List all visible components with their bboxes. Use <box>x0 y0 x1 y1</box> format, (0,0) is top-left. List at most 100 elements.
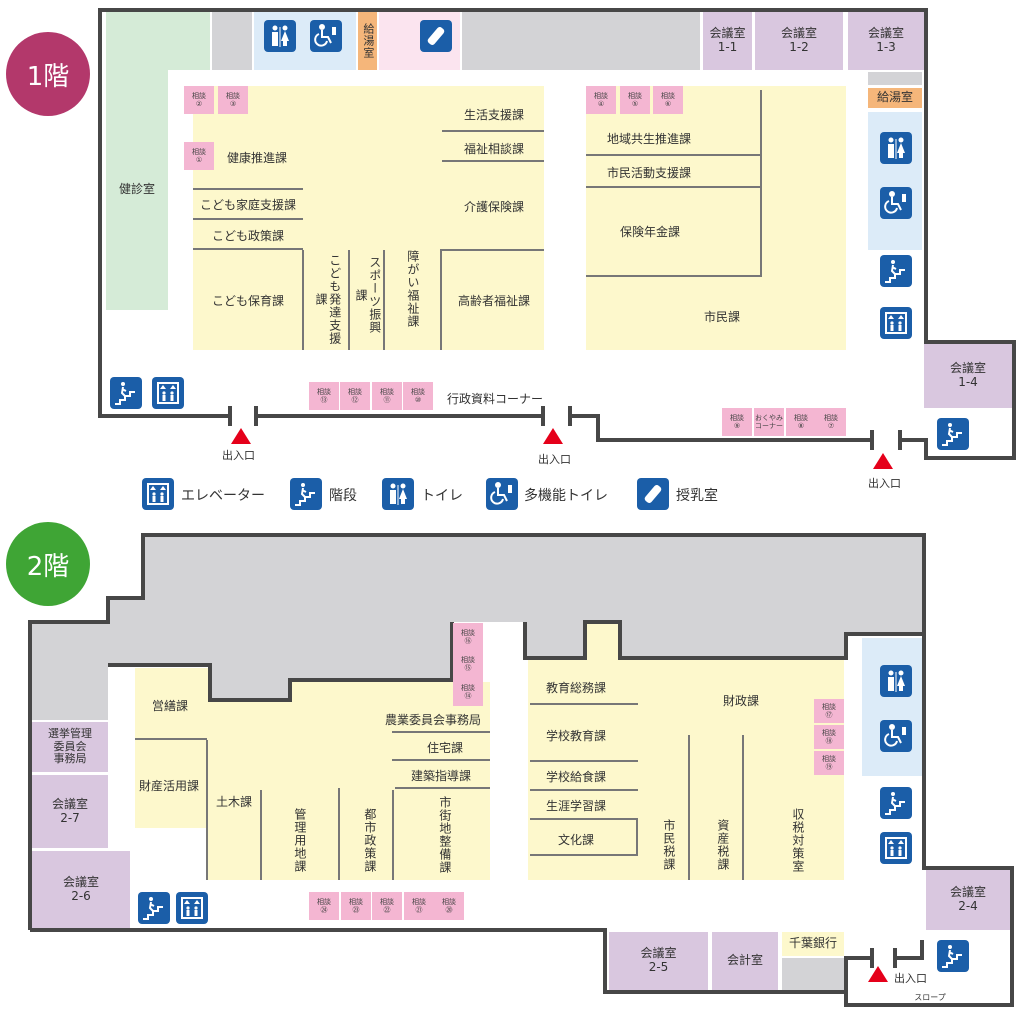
office-block <box>587 624 618 660</box>
nursing-room-icon <box>637 478 669 510</box>
consult-booth-9: 相談 ⑨ <box>722 408 752 436</box>
kaigo-hoken-ka: 介護保険課 <box>464 200 525 214</box>
stairs-icon <box>290 478 322 510</box>
elevator-icon <box>176 892 208 924</box>
shimin-ka: 市民課 <box>704 310 741 324</box>
elevator-icon <box>880 832 912 864</box>
chiba-bank: 千葉銀行 <box>782 932 844 956</box>
entrance-marker <box>231 428 251 444</box>
shogai-fukushi-ka: 障がい福祉課 <box>405 250 420 328</box>
sports-shinko-ka: スポーツ振興課 <box>354 256 382 334</box>
hoken-nenkin-ka: 保険年金課 <box>620 225 681 239</box>
consult-booth-17: 相談 ⑰ <box>814 699 844 723</box>
gakko-kyoiku-ka: 学校教育課 <box>546 729 607 743</box>
meeting-room-1-4: 会議室 1-4 <box>924 344 1012 408</box>
storage <box>212 12 252 70</box>
nursing-room-icon <box>420 20 452 52</box>
entrance-label: 出入口 <box>538 453 571 466</box>
slope: スロープ <box>914 992 946 1002</box>
toilet-icon <box>880 132 912 164</box>
office-block <box>208 702 292 880</box>
office-block-right <box>586 86 846 350</box>
consult-booth-24: 相談 ㉔ <box>309 892 339 920</box>
shimin-katsudo-ka: 市民活動支援課 <box>607 166 692 180</box>
consult-booth-11: 相談 ⑪ <box>372 382 402 410</box>
koreisha-fukushi-ka: 高齢者福祉課 <box>458 294 531 308</box>
kaikei-shitsu: 会計室 <box>712 932 778 990</box>
zaisei-ka: 財政課 <box>723 694 760 708</box>
meeting-room-2-6: 会議室 2-6 <box>32 851 130 928</box>
meeting-room-2-4: 会議室 2-4 <box>926 870 1010 930</box>
entrance-label: 出入口 <box>894 972 927 985</box>
stairs-icon <box>110 377 142 409</box>
gakko-kyushoku-ka: 学校給食課 <box>546 770 607 784</box>
kenchiku-shido-ka: 建築指導課 <box>411 769 472 783</box>
legend-accessible: 多機能トイレ <box>524 488 608 504</box>
meeting-room-2-7: 会議室 2-7 <box>32 775 108 848</box>
kodomo-katei-shien-ka: こども家庭支援課 <box>200 198 297 212</box>
kanri-yochi-ka: 管理用地課 <box>292 807 307 873</box>
office-block <box>135 668 208 828</box>
consult-booth-7: 相談 ⑦ <box>816 408 846 436</box>
meeting-room-1-1: 会議室 1-1 <box>703 12 752 70</box>
jutaku-ka: 住宅課 <box>427 741 464 755</box>
legend-toilet: トイレ <box>421 488 463 504</box>
entrance-marker <box>543 428 563 444</box>
shigaichi-seibi-ka: 市街地整備課 <box>437 796 452 874</box>
elevator-icon <box>152 377 184 409</box>
toilet-icon <box>264 20 296 52</box>
consult-booth-16: 相談 ⑯ <box>453 623 483 651</box>
meeting-room-1-2: 会議室 1-2 <box>755 12 843 70</box>
accessible-toilet-icon <box>880 187 912 219</box>
consult-booth-23: 相談 ㉓ <box>341 892 371 920</box>
toshi-seisaku-ka: 都市政策課 <box>362 807 377 873</box>
bunka-ka: 文化課 <box>558 833 595 847</box>
kodomo-hattatsu-shien-ka: こども発達支援課 <box>314 253 342 345</box>
accessible-toilet-icon <box>880 720 912 752</box>
office-block <box>292 682 490 880</box>
consult-booth-14: 相談 ⑭ <box>453 678 483 706</box>
gyosei-shiryo-corner: 行政資料コーナー <box>447 392 544 406</box>
shuzei-taisaku-shitsu: 収税対策室 <box>790 807 805 873</box>
consult-booth-8: 相談 ⑧ <box>786 408 816 436</box>
consult-booth-1: 相談 ① <box>184 142 214 170</box>
storage <box>462 12 700 70</box>
shiminzei-ka: 市民税課 <box>661 819 676 871</box>
elevator-icon <box>880 307 912 339</box>
consult-booth-20: 相談 ⑳ <box>434 892 464 920</box>
okuyami-corner: おくやみ コーナー <box>754 408 784 436</box>
kenko-suishin-ka: 健康推進課 <box>227 151 288 165</box>
consult-booth-21: 相談 ㉑ <box>404 892 434 920</box>
stairs-icon <box>937 418 969 450</box>
kodomo-seisaku-ka: こども政策課 <box>212 229 285 243</box>
accessible-toilet-icon <box>486 478 518 510</box>
doboku-ka: 土木課 <box>216 795 253 809</box>
kyuto-room: 給湯室 <box>358 12 377 70</box>
zaisan-katsuyo-ka: 財産活用課 <box>139 779 200 793</box>
consult-booth-4: 相談 ④ <box>586 86 616 114</box>
stairs-icon <box>880 787 912 819</box>
floor-1-badge: 1階 <box>6 32 90 116</box>
shisanzei-ka: 資産税課 <box>715 819 730 871</box>
entrance-label: 出入口 <box>868 477 901 490</box>
kenshin-room: 健診室 <box>106 70 168 310</box>
seikatsu-shien-ka: 生活支援課 <box>464 108 525 122</box>
eizen-ka: 営繕課 <box>152 699 189 713</box>
consult-booth-6: 相談 ⑥ <box>653 86 683 114</box>
meeting-room-2-5: 会議室 2-5 <box>609 932 708 990</box>
fukushi-sodan-ka: 福祉相談課 <box>464 142 525 156</box>
consult-booth-13: 相談 ⑬ <box>309 382 339 410</box>
consult-booth-2: 相談 ② <box>184 86 214 114</box>
consult-booth-5: 相談 ⑤ <box>620 86 650 114</box>
toilet-icon <box>382 478 414 510</box>
consult-booth-10: 相談 ⑩ <box>403 382 433 410</box>
storage <box>782 958 844 990</box>
kyoiku-somu-ka: 教育総務課 <box>546 681 607 695</box>
legend-nursing: 授乳室 <box>676 488 718 504</box>
stairs-icon <box>937 940 969 972</box>
toilet-icon <box>880 665 912 697</box>
office-block <box>528 660 844 880</box>
restroom-area-2f <box>862 638 922 776</box>
